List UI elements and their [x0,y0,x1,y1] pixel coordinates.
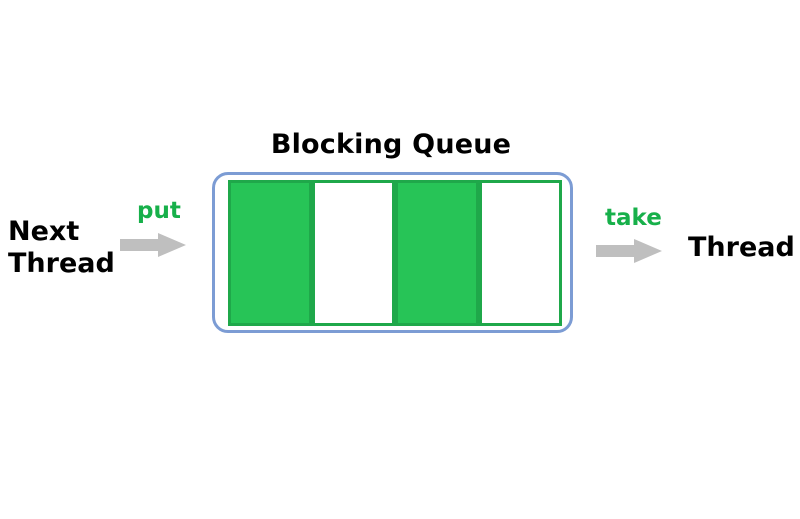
blocking-queue-cells [228,180,562,326]
take-action-label: take [605,205,662,231]
arrow-right-icon [120,233,186,257]
put-action-label: put [137,198,181,224]
queue-cell-1 [311,180,395,326]
arrow-right-icon [596,239,662,263]
queue-cell-2 [395,180,479,326]
arrow-right-icon-put [120,233,186,257]
producer-thread-label: Next Thread [8,216,115,279]
queue-cell-3 [478,180,562,326]
queue-cell-0 [228,180,312,326]
page-title: Blocking Queue [270,129,512,160]
consumer-thread-label: Thread [688,232,795,263]
arrow-right-icon-take [596,239,662,263]
